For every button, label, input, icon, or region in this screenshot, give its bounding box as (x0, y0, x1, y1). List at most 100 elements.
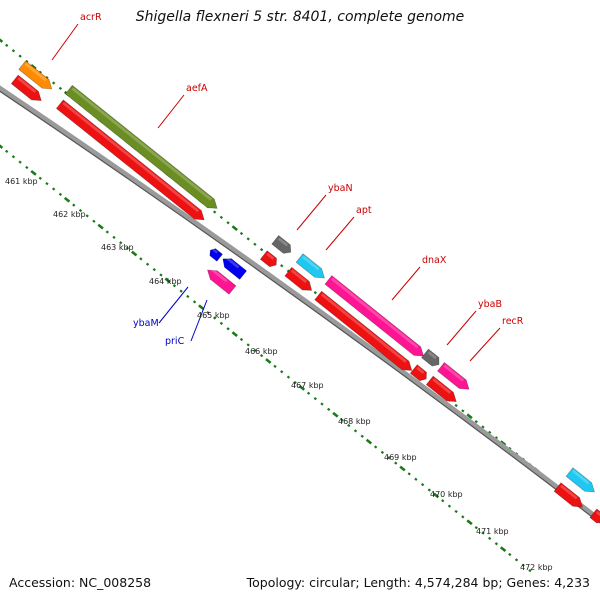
gene-features (18, 60, 595, 493)
inner-tick-dash (112, 235, 116, 240)
inner-tick-dash (481, 531, 485, 535)
inner-tick-dash (186, 294, 190, 299)
inner-tick-dash (466, 519, 473, 526)
inner-tick-dash (231, 331, 238, 338)
inner-tick-dash (461, 515, 465, 519)
outer-tick-dash (25, 59, 29, 64)
scale-label: 462 kbp (53, 210, 86, 219)
inner-tick-dash (380, 450, 385, 455)
inner-tick-dash (347, 423, 351, 428)
inner-tick-dash (52, 187, 56, 191)
inner-tick-dash (280, 370, 284, 374)
inner-tick-dash (78, 208, 83, 213)
outer-tick-dash (494, 436, 499, 440)
gene-label-ybaM: ybaM (133, 318, 159, 329)
inner-tick-dash (259, 353, 264, 358)
inner-tick-dash (152, 267, 156, 272)
outer-tick-dash (30, 63, 37, 70)
gene-ybaB (421, 348, 440, 367)
inner-tick-dash (298, 384, 306, 391)
inner-tick-dash (320, 402, 324, 406)
inner-tick-dash (119, 241, 123, 245)
leader-line-dnaX (391, 266, 421, 301)
leader-line-recR (469, 327, 501, 362)
inner-tick-dash (30, 169, 37, 176)
accession-text: Accession: NC_008258 (9, 575, 152, 590)
inner-tick-dash (131, 250, 138, 257)
inner-tick-dash (488, 536, 492, 541)
outer-tick-dash (11, 49, 16, 53)
outer-tick-dash (461, 409, 465, 413)
inner-tick-dash (394, 461, 398, 465)
inner-tick-dash (45, 181, 49, 186)
scale-label: 463 kbp (101, 243, 134, 252)
inner-tick-dash (399, 465, 406, 472)
gene-ybaM (222, 256, 248, 280)
scale-label: 464 kbp (149, 277, 182, 286)
outer-tick-dash (0, 38, 4, 43)
outer-tick-dash (454, 403, 458, 408)
scale-ticks (0, 144, 532, 573)
gene-label-dnaX: dnaX (422, 255, 447, 266)
outer-tick-dash (474, 419, 478, 424)
gene-ybaM-fragment (209, 248, 223, 262)
map-title: Shigella flexneri 5 str. 8401, complete … (135, 9, 465, 25)
leader-line-ybaM (158, 286, 189, 324)
outer-tick-dash (52, 81, 56, 85)
gene-ybaN (271, 235, 292, 254)
gene-apt (295, 253, 325, 279)
inner-tick-dash (365, 438, 373, 445)
orf-arrow (284, 266, 313, 291)
inner-tick-dash (340, 418, 344, 422)
orf-arrow (10, 74, 42, 101)
inner-tick-dash (164, 277, 171, 284)
inner-tick-dash (508, 552, 512, 557)
orf-arrow (425, 375, 457, 402)
orf-arrow (409, 364, 427, 382)
outer-tick-dash (253, 242, 257, 246)
inner-tick-dash (499, 546, 507, 553)
inner-tick-dash (72, 203, 76, 207)
inner-tick-dash (63, 196, 71, 203)
inner-tick-dash (5, 149, 9, 154)
inner-tick-dash (38, 176, 42, 180)
outer-tick-dash (280, 264, 284, 268)
scale-label: 468 kbp (338, 417, 371, 426)
orf-arrow (553, 482, 583, 508)
inner-tick-dash (327, 407, 331, 412)
outer-tick-dash (58, 86, 63, 91)
outer-tick-dash (488, 430, 492, 435)
outer-tick-dash (5, 43, 9, 48)
scale-label: 471 kbp (476, 527, 509, 536)
outer-tick-dash (45, 75, 49, 80)
gene-label-priC: priC (165, 336, 185, 347)
gene-acrR (18, 60, 53, 90)
scale-label: 472 kbp (520, 563, 553, 572)
inner-tick-dash (246, 343, 250, 347)
inner-tick-dash (239, 337, 244, 342)
inner-tick-dash (11, 155, 16, 159)
inner-tick-dash (447, 504, 452, 508)
inner-tick-dash (145, 262, 150, 266)
inner-tick-dash (92, 219, 96, 223)
inner-tick-dash (139, 257, 143, 261)
gene-label-ybaB: ybaB (478, 299, 502, 310)
leader-line-ybaN (296, 194, 327, 231)
inner-tick-dash (528, 568, 532, 573)
outer-tick-dash (313, 290, 317, 295)
gene-label-aefA: aefA (186, 83, 208, 94)
outer-tick-dash (231, 225, 238, 232)
inner-tick-dash (387, 456, 391, 460)
inner-tick-dash (253, 348, 257, 352)
gene-label-acrR: acrR (80, 12, 102, 23)
outer-tick-dash (38, 70, 42, 74)
inner-tick-dash (420, 482, 425, 487)
outer-tick-dash (246, 237, 250, 241)
inner-tick-dash (360, 434, 364, 438)
gene-aefA (65, 84, 218, 209)
inner-tick-dash (85, 214, 89, 218)
inner-tick-dash (58, 192, 63, 197)
scale-label: 469 kbp (384, 453, 417, 462)
